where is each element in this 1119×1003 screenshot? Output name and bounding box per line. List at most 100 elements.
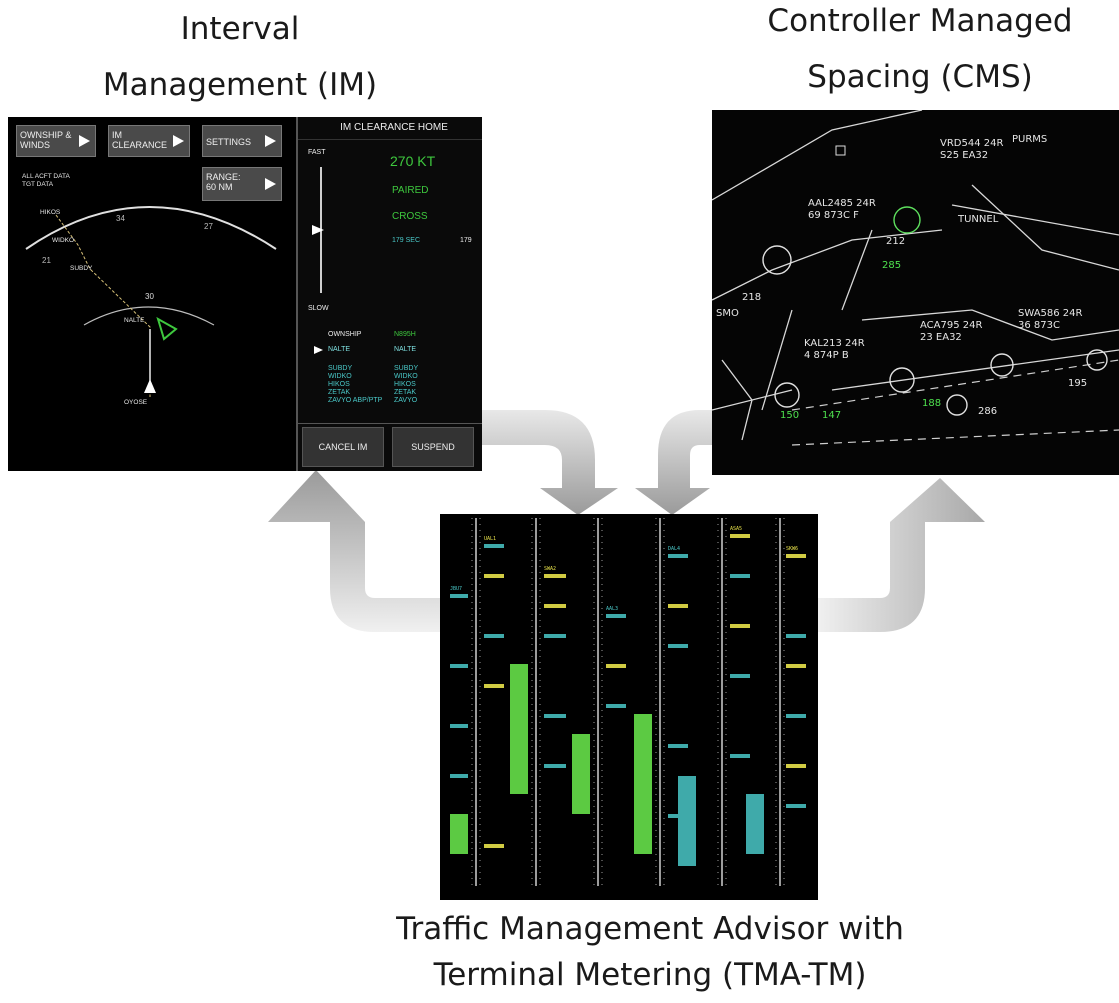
tma-label-2: AAL3 [606,606,619,612]
fix-oyose: OYOSE [124,399,148,406]
cms-block-1: S25 EA32 [940,150,989,161]
im-caption-line1: Interval [180,11,300,47]
range-label: RANGE: 60 NM [206,172,241,192]
cms-radar-display [712,110,1119,446]
slow-label: SLOW [308,305,329,312]
tma-caption: Traffic Management Advisor with Terminal… [300,908,1000,997]
arrow-im-to-tma [482,410,618,515]
compass-label-34: 34 [116,214,125,223]
im-caption-line2: Management (IM) [102,67,378,103]
spacing-circles [762,206,1108,416]
route-right-0: SUBDY [394,365,419,372]
route-left-1: WIDKO [328,373,352,380]
route-right-3: ZETAK [394,389,417,396]
cms-block-3: 69 873C F [808,210,859,221]
tma-caption-line2: Terminal Metering (TMA-TM) [433,957,867,993]
cms-block-6: ACA795 24R [920,320,983,331]
cms-block-4: KAL213 24R [804,338,865,349]
ownship-callsign: N895H [394,331,416,338]
suspend-button[interactable]: SUSPEND [392,427,474,467]
arrow-tma-to-im [268,470,440,632]
tma-label-5: SKW6 [786,546,799,552]
cms-block-0: VRD544 24R [940,138,1004,149]
ownship-label: OWNSHIP [328,331,362,338]
right-triangle-icon [79,135,90,147]
im-clearance-button[interactable]: IM CLEARANCE [108,125,190,157]
cms-block-8: SWA586 24R [1018,308,1083,319]
im-screen: OWNSHIP & WINDS IM CLEARANCE SETTINGS RA… [8,117,482,471]
im-clearance-home-panel: IM CLEARANCE HOME FAST SLOW 270 KT PAIRE… [296,117,482,471]
compass-label-30: 30 [145,292,154,301]
tma-label-3: DAL4 [668,546,681,552]
tma-flight-blocks [450,544,806,866]
route-left-2: HIKOS [328,381,350,388]
tgt-data-label: TGT DATA [22,181,54,188]
cms-caption-line1: Controller Managed [767,3,1073,39]
fast-label: FAST [308,149,326,156]
route-right-4: ZAVYO [394,397,418,404]
tma-caption-line1: Traffic Management Advisor with [396,911,904,947]
tma-label-6: JBU7 [450,586,463,592]
cms-block-9: 36 873C [1018,320,1060,331]
nalte-right: NALTE [394,346,417,353]
cross-status: CROSS [392,211,428,222]
range-button[interactable]: RANGE: 60 NM [202,167,282,201]
fix-nalte: NALTE [124,317,145,324]
cms-caption: Controller Managed Spacing (CMS) [720,0,1119,99]
cms-num-4: 147 [822,410,842,421]
route-left-4: ZAVYO ABP/PTP [328,397,383,404]
all-acft-data-label: ALL ACFT DATA [22,173,70,180]
cms-place-tunnel: TUNNEL [958,214,999,225]
inner-range-arc [83,306,215,326]
cms-num-6: 195 [1068,378,1088,389]
spacing-seconds: 179 SEC [392,237,421,244]
im-map-display [25,206,277,397]
tma-label-4: ASA5 [730,526,743,532]
compass-label-21: 21 [42,256,51,265]
cancel-im-button[interactable]: CANCEL IM [302,427,384,467]
map-square-icon [835,145,846,156]
arrow-tma-to-cms [818,478,985,632]
right-triangle-icon [265,178,276,190]
nalte-left: NALTE [328,346,351,353]
route-right-2: HIKOS [394,381,416,388]
tma-yellow-blocks [484,534,806,848]
cms-num-2: 218 [742,292,762,303]
cms-screen: VRD544 24R S25 EA32 AAL2485 24R 69 873C … [712,110,1119,475]
compass-arc [25,206,277,250]
speed-slider-thumb[interactable] [312,225,324,235]
final-approach-dashed-2 [791,429,1119,446]
route-left-0: SUBDY [328,365,353,372]
right-triangle-icon [173,135,184,147]
ownship-winds-button[interactable]: OWNSHIP & WINDS [16,125,96,157]
spacing-seconds-right: 179 [460,237,472,244]
im-caption: Interval Management (IM) [60,8,420,107]
tma-timeline-display [450,518,806,886]
clearance-home-header: IM CLEARANCE HOME [298,117,482,140]
tma-screen: UAL1 SWA2 AAL3 DAL4 ASA5 SKW6 JBU7 [440,514,818,900]
cms-place-purms: PURMS [1012,134,1048,145]
ownship-icon [144,379,156,393]
route-right-1: WIDKO [394,373,418,380]
cms-block-5: 4 874P B [804,350,849,361]
tma-label-1: SWA2 [544,566,557,572]
right-triangle-icon [265,135,276,147]
cms-num-5: 188 [922,398,942,409]
ownship-winds-label: OWNSHIP & WINDS [20,130,72,150]
cms-block-2: AAL2485 24R [808,198,876,209]
settings-label: SETTINGS [206,137,252,147]
speed-value: 270 KT [390,153,436,169]
cms-num-3: 150 [780,410,800,421]
tma-green-blocks [450,664,652,854]
compass-label-27: 27 [204,222,213,231]
cms-num-7: 286 [978,406,998,417]
cms-num-1: 285 [882,260,902,271]
cms-num-0: 212 [886,236,906,247]
fix-widko: WIDKO [52,237,75,244]
settings-button[interactable]: SETTINGS [202,125,282,157]
route-left-3: ZETAK [328,389,351,396]
tma-label-0: UAL1 [484,536,497,542]
im-clearance-label: IM CLEARANCE [112,130,168,150]
paired-status: PAIRED [392,185,429,196]
